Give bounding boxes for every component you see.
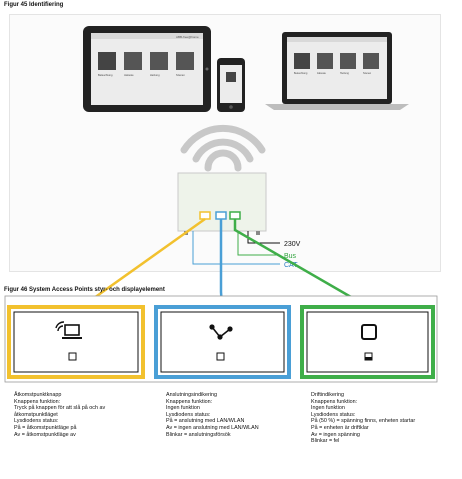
caption-line: På = anslutning med LAN/WLAN	[166, 418, 245, 425]
tablet-tile-icon	[176, 52, 194, 70]
figure-46-title: Figur 46 System Access Points styr- och …	[4, 287, 165, 293]
bus-wire-label: Bus	[284, 253, 297, 260]
laptop-wifi-icon	[55, 321, 82, 339]
power-wire: 230V	[247, 231, 301, 248]
figure-45-title: Figur 45 Identifiering	[4, 2, 64, 8]
caption-line: Knappens funktion:	[166, 398, 213, 405]
caption-line: På = åtkomstpunktläge på	[14, 424, 77, 431]
tablet-tile-icon	[98, 52, 116, 70]
tablet-tile-icon	[150, 52, 168, 70]
tablet-tile-label: Heizung	[150, 73, 160, 77]
laptop-tile-icon	[363, 53, 379, 69]
cat-wire: CAT	[192, 231, 298, 269]
operation-indicator-panel	[300, 305, 435, 379]
caption-line: Av = ingen spänning	[311, 431, 360, 438]
blue-leader-line	[219, 219, 224, 309]
tablet-tile-label: Szenen	[176, 73, 185, 77]
power-wire-label: 230V	[284, 241, 301, 248]
wifi-icon	[180, 124, 266, 172]
caption-line: Lysdiodens status:	[311, 411, 356, 418]
caption-line: Tryck på knappen för att slå på och av	[14, 405, 106, 412]
caption-line: åtkomstpunktläget	[14, 411, 58, 418]
access-point-button-led	[199, 211, 211, 220]
green-leader-line	[233, 219, 371, 310]
caption-line: Ingen funktion	[166, 405, 200, 412]
caption-line: Ingen funktion	[311, 405, 345, 412]
laptop-tile-icon	[340, 53, 356, 69]
caption-line: På (50 %) = spänning finns, enheten star…	[311, 418, 416, 425]
square-device-icon	[361, 324, 377, 340]
laptop-device: Beleuchtung Jalousie Heizung Szenen	[265, 32, 409, 110]
caption-line: Driftindikering	[311, 392, 344, 398]
laptop-tile-icon	[294, 53, 310, 69]
operation-led-square	[364, 352, 373, 361]
caption-line: Lysdiodens status:	[166, 411, 211, 418]
tablet-tile-label: Jalousie	[124, 73, 134, 77]
caption-line: På = enheten är driftklar	[311, 424, 369, 431]
yellow-leader-line	[79, 217, 206, 310]
operation-led	[229, 211, 241, 220]
tablet-tile-icon	[124, 52, 142, 70]
connection-led-square	[216, 352, 225, 361]
tablet-device: ABB-free@home Beleuchtung Jalousie Heizu…	[83, 26, 211, 112]
tablet-tile-label: Beleuchtung	[98, 73, 113, 77]
tablet-tiles: Beleuchtung Jalousie Heizung Szenen	[98, 52, 194, 77]
phone-tile-icon	[226, 72, 236, 82]
access-point-button-square	[68, 352, 77, 361]
caption-line: Av = åtkomstpunktläge av	[14, 431, 76, 438]
laptop-tile-label: Beleuchtung	[294, 72, 308, 75]
laptop-tile-label: Heizung	[340, 72, 349, 75]
bus-wire: Bus	[237, 231, 297, 260]
caption-line: Knappens funktion:	[14, 398, 61, 405]
caption-line: Av = ingen anslutning med LAN/WLAN	[166, 424, 259, 431]
caption-line: Åtkomstpunktknapp	[14, 392, 62, 398]
caption-line: Knappens funktion:	[311, 398, 358, 405]
connection-indicator-description: Anslutningsindikering Knappens funktion:…	[166, 392, 306, 438]
operation-indicator-description: Driftindikering Knappens funktion: Ingen…	[311, 392, 456, 445]
tablet-header-text: ABB-free@home	[176, 35, 199, 39]
access-point-button-panel	[7, 305, 145, 379]
cat-wire-label: CAT	[284, 262, 298, 269]
smartphone-device	[217, 58, 245, 112]
caption-line: Blinkar = anslutningsförsök	[166, 431, 231, 438]
network-nodes-icon	[209, 324, 233, 340]
connection-indicator-panel	[154, 305, 291, 379]
laptop-tile-label: Szenen	[363, 72, 372, 75]
caption-line: Blinkar = fel	[311, 438, 340, 445]
laptop-tile-icon	[317, 53, 333, 69]
caption-line: Anslutningsindikering	[166, 392, 217, 398]
access-point-button-description: Åtkomstpunktknapp Knappens funktion: Try…	[14, 392, 159, 438]
caption-line: Lysdiodens status:	[14, 418, 59, 425]
connection-led	[215, 211, 227, 220]
laptop-tile-label: Jalousie	[317, 72, 326, 75]
